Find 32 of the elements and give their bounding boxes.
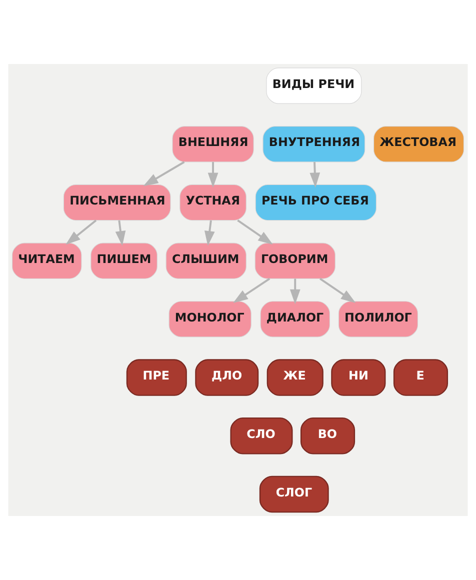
arrow	[290, 278, 300, 304]
node-box: ПОЛИЛОГ	[338, 301, 418, 338]
arrow	[319, 278, 356, 303]
node-box: РЕЧЬ ПРО СЕБЯ	[255, 184, 377, 221]
node-box: ЖЕСТОВАЯ	[373, 126, 464, 162]
node-box: Е	[393, 359, 448, 396]
node-box: ВНЕШНЯЯ	[172, 126, 254, 162]
node-box: ЖЕ	[266, 359, 324, 396]
node-box: МОНОЛОГ	[168, 301, 252, 338]
node-box: ВНУТРЕННЯЯ	[262, 126, 366, 162]
node-box: СЛОГ	[259, 476, 329, 513]
node-box: СЛЫШИМ	[166, 242, 246, 279]
node-box: ДЛО	[195, 359, 259, 396]
arrow	[208, 162, 218, 188]
node-box: СЛО	[230, 418, 293, 454]
arrow	[143, 161, 185, 186]
arrow	[115, 220, 126, 246]
node-box: ПИШЕМ	[90, 242, 158, 279]
arrow	[204, 220, 215, 246]
node-box: ЧИТАЕМ	[12, 242, 82, 279]
node-box: ПРЕ	[126, 359, 187, 396]
node-box: ВО	[300, 418, 356, 454]
arrow	[66, 220, 97, 245]
node-box: УСТНАЯ	[180, 184, 246, 221]
arrow	[237, 220, 273, 245]
arrow	[310, 162, 320, 188]
node-box: ДИАЛОГ	[260, 301, 330, 338]
node-box: НИ	[331, 359, 386, 396]
node-box: ПИСЬМЕННАЯ	[63, 184, 171, 221]
arrow	[233, 278, 270, 303]
node-box: ГОВОРИМ	[254, 242, 336, 279]
node-box: ВИДЫ РЕЧИ	[266, 68, 362, 104]
